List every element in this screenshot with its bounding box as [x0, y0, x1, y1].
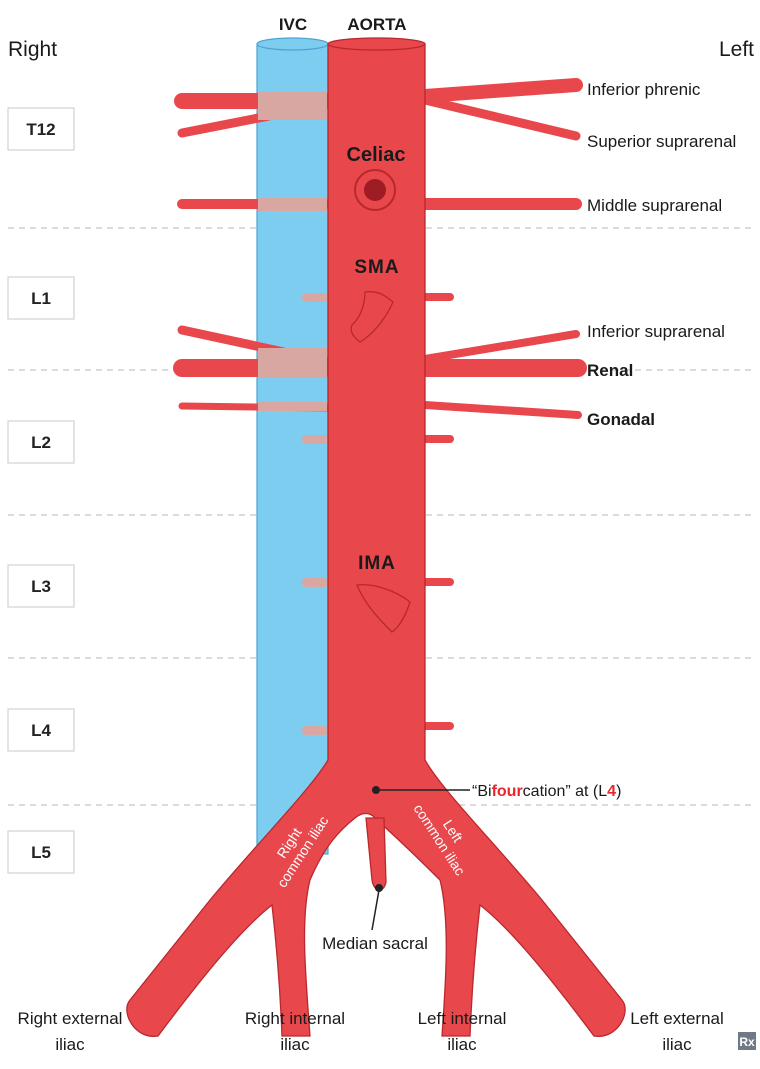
sma-label: SMA: [354, 257, 399, 278]
median-sacral-pointer: [371, 889, 380, 931]
inferior-vena-cava: [256, 37, 329, 855]
left-side-branches: [416, 78, 587, 730]
middle-suprarenal-label: Middle suprarenal: [587, 196, 722, 215]
right-side-branches: [173, 92, 339, 735]
sma-trunk: [350, 291, 394, 343]
vertebra-l2: L2: [31, 433, 51, 452]
inferior-phrenic-label: Inferior phrenic: [587, 80, 701, 99]
rx-logo-text: Rx: [739, 1035, 755, 1049]
aorta-top: [327, 37, 426, 51]
bifurcation-label: “Bifourcation” at (L4): [472, 783, 621, 800]
right-side-label: Right: [8, 38, 57, 61]
ivc-label: IVC: [279, 15, 307, 34]
vertebra-l1: L1: [31, 289, 51, 308]
aorta-label: AORTA: [347, 15, 406, 34]
celiac-trunk: [354, 169, 396, 211]
median-sacral-pointer-dot: [375, 884, 383, 892]
ima-label: IMA: [358, 553, 396, 574]
gonadal-label: Gonadal: [587, 410, 655, 429]
superior-suprarenal-label: Superior suprarenal: [587, 132, 736, 151]
aorta-and-iliac-tree: [126, 43, 626, 1037]
vertebra-l4: L4: [31, 721, 51, 740]
vertebra-l3: L3: [31, 577, 51, 596]
renal-label: Renal: [587, 361, 633, 380]
bifurcation-pointer-dot: [372, 786, 380, 794]
vertebra-t12: T12: [26, 120, 55, 139]
vertebra-l5: L5: [31, 843, 51, 862]
median-sacral-artery: [365, 817, 387, 891]
ima-trunk: [356, 584, 411, 633]
median-sacral-label: Median sacral: [322, 934, 428, 953]
vertebra-boxes: T12 L1 L2 L3 L4 L5: [7, 107, 75, 874]
inferior-suprarenal-label: Inferior suprarenal: [587, 322, 725, 341]
rx-logo: Rx: [738, 1032, 756, 1050]
left-side-label: Left: [719, 38, 754, 61]
celiac-label: Celiac: [347, 144, 406, 166]
